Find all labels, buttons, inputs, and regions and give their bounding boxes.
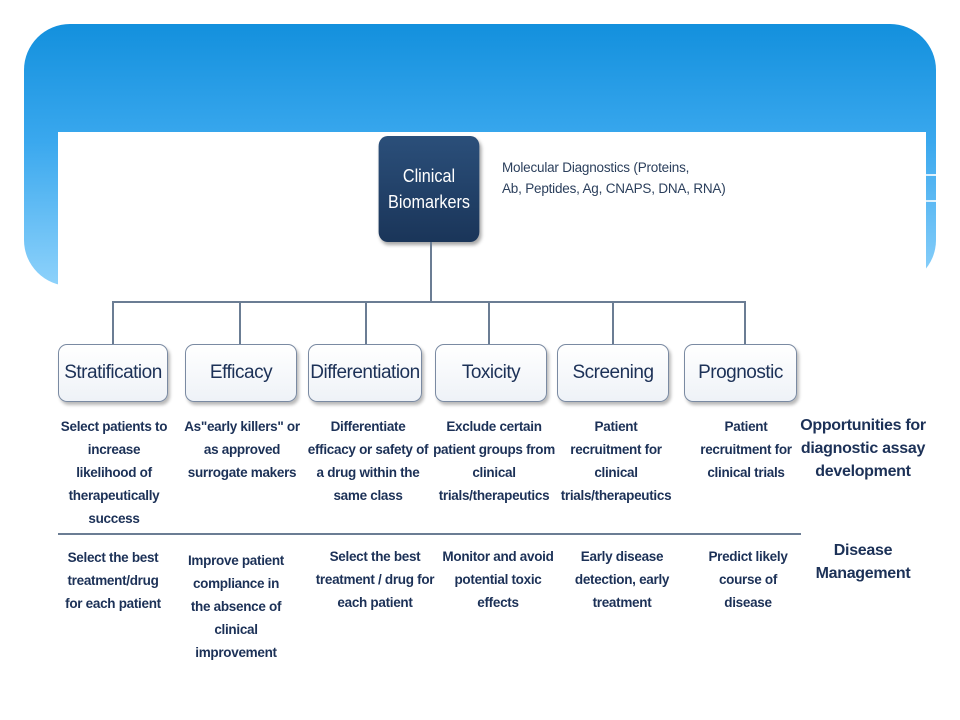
node-stratification: Stratification xyxy=(58,344,168,402)
management-screening: Early disease detection, early treatment xyxy=(574,549,670,610)
node-screening: Screening xyxy=(557,344,669,402)
node-toxicity: Toxicity xyxy=(435,344,547,402)
biomarker-diagram: Clinical Biomarkers Molecular Diagnostic… xyxy=(58,132,926,672)
management-differentiation: Select the best treatment / drug for eac… xyxy=(315,549,435,610)
branch-connector xyxy=(612,301,614,344)
row-label-opportunities: Opportunities for diagnostic assay devel… xyxy=(800,417,926,480)
management-prognostic: Predict likely course of disease xyxy=(708,549,788,610)
root-node: Clinical Biomarkers xyxy=(378,136,480,242)
root-node-label: Clinical Biomarkers xyxy=(388,166,470,212)
horizontal-connector xyxy=(112,301,746,303)
opportunity-efficacy: As"early killers" or as approved surroga… xyxy=(184,419,300,480)
row-label-management: Disease Management xyxy=(815,542,911,582)
opportunity-differentiation: Differentiate efficacy or safety of a dr… xyxy=(307,419,429,503)
management-toxicity: Monitor and avoid potential toxic effect… xyxy=(442,549,554,610)
row-divider xyxy=(58,533,801,535)
node-prognostic: Prognostic xyxy=(684,344,797,402)
branch-connector xyxy=(744,301,746,344)
branch-connector xyxy=(365,301,367,344)
node-efficacy: Efficacy xyxy=(185,344,297,402)
opportunity-prognostic: Patient recruitment for clinical trials xyxy=(700,419,792,480)
management-stratification: Select the best treatment/drug for each … xyxy=(65,550,161,611)
branch-connector xyxy=(239,301,241,344)
opportunity-toxicity: Exclude certain patient groups from clin… xyxy=(433,419,555,503)
branch-connector xyxy=(488,301,490,344)
opportunity-stratification: Select patients to increase likelihood o… xyxy=(60,419,168,526)
node-differentiation: Differentiation xyxy=(308,344,422,402)
management-efficacy: Improve patient compliance in the absenc… xyxy=(187,553,285,660)
root-connector xyxy=(430,242,432,302)
branch-connector xyxy=(112,301,114,344)
root-note: Molecular Diagnostics (Proteins, Ab, Pep… xyxy=(502,160,726,196)
opportunity-screening: Patient recruitment for clinical trials/… xyxy=(560,419,672,503)
